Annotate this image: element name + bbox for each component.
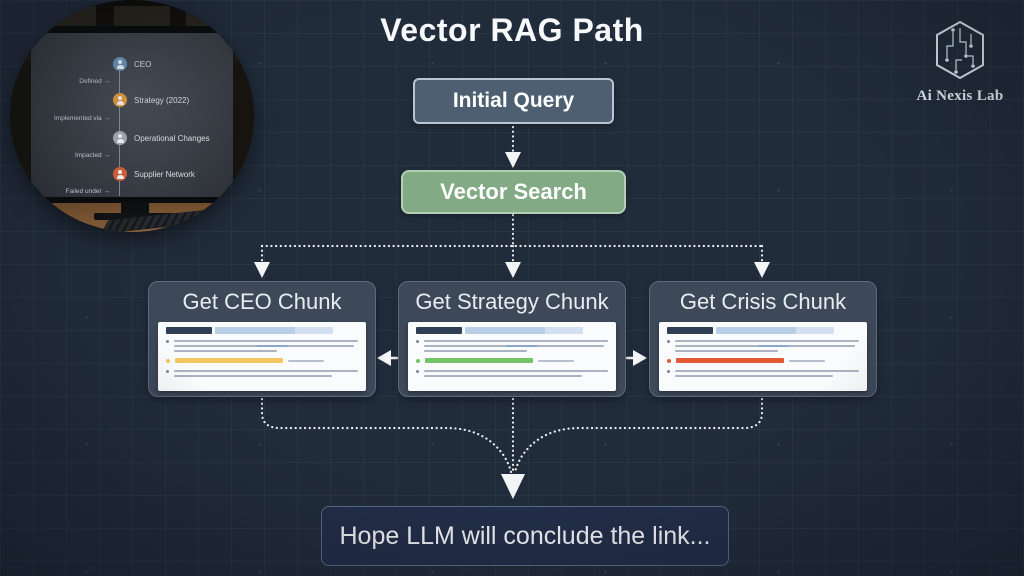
node-label: CEO — [134, 59, 152, 69]
node-label: Strategy (2022) — [134, 95, 190, 105]
inset-photo-knowledge-graph: CEO Defined → Strategy (2022) Implemente… — [10, 0, 254, 232]
doc-title-bar — [465, 327, 583, 334]
tv-screen — [31, 33, 233, 197]
doc-paragraph — [416, 340, 608, 352]
doc-bullet — [416, 340, 419, 343]
doc-highlight-row — [416, 358, 608, 363]
doc-bullet — [667, 340, 670, 343]
highlight-bar-red — [676, 358, 784, 363]
hierarchy-edge-label: Impacted → — [20, 152, 110, 159]
edge-label: Impacted — [74, 152, 102, 159]
doc-header — [667, 327, 859, 334]
flow-node-initial-query: Initial Query — [413, 78, 614, 124]
doc-paragraph — [166, 370, 358, 377]
flow-node-conclusion: Hope LLM will conclude the link... — [321, 506, 729, 566]
highlight-marker — [667, 358, 671, 363]
highlight-marker — [166, 358, 170, 363]
page-title: Vector RAG Path — [380, 12, 644, 48]
edge-label: Defined — [79, 78, 102, 85]
node-label: Supplier Network — [134, 169, 195, 179]
doc-highlight-row — [667, 358, 859, 363]
flow-node-vector-search: Vector Search — [401, 170, 626, 214]
doc-title-bar — [215, 327, 333, 334]
hierarchy-edge-label: Implemented via → — [20, 115, 110, 122]
doc-paragraph — [667, 370, 859, 377]
person-icon — [113, 93, 127, 107]
doc-bullet — [416, 370, 419, 373]
flow-node-get-strategy-chunk: Get Strategy Chunk — [398, 281, 626, 397]
person-icon — [113, 57, 127, 71]
highlight-marker — [416, 358, 420, 363]
brand-logo: Ai Nexis Lab — [912, 20, 1008, 105]
arrow-right-icon: → — [103, 78, 111, 85]
tv-stand — [121, 202, 149, 215]
doc-thumbnail — [659, 322, 867, 391]
person-icon — [113, 131, 127, 145]
flow-node-get-crisis-chunk: Get Crisis Chunk — [649, 281, 877, 397]
doc-bullet — [667, 370, 670, 373]
chunk-title: Get Crisis Chunk — [679, 289, 847, 314]
hierarchy-node-ceo: CEO — [113, 57, 151, 71]
arrow-right-icon: → — [103, 115, 111, 122]
doc-thumbnail — [158, 322, 366, 391]
doc-bullet — [166, 370, 169, 373]
tv-bezel — [26, 197, 238, 203]
hierarchy-line — [119, 64, 120, 196]
arrow-right-icon: → — [103, 152, 111, 159]
edge-label: Implemented via — [53, 115, 102, 122]
hierarchy-node-supplier-network: Supplier Network — [113, 167, 195, 181]
brand-name: Ai Nexis Lab — [916, 88, 1004, 104]
doc-header — [416, 327, 608, 334]
highlight-caption — [287, 359, 324, 362]
node-label: Operational Changes — [134, 133, 210, 143]
hierarchy-node-strategy: Strategy (2022) — [113, 93, 189, 107]
doc-title-chip — [416, 327, 462, 334]
doc-paragraph — [667, 340, 859, 352]
hierarchy-edge-label: Failed under → — [20, 188, 110, 195]
highlight-caption — [788, 359, 825, 362]
edge-label: Failed under — [65, 188, 102, 195]
highlight-caption — [537, 359, 574, 362]
doc-highlight-row — [166, 358, 358, 363]
arrow-right-icon: → — [103, 188, 111, 195]
doc-bullet — [166, 340, 169, 343]
highlight-bar-green — [425, 358, 533, 363]
person-icon — [113, 167, 127, 181]
doc-thumbnail — [408, 322, 616, 391]
chunk-title: Get Strategy Chunk — [415, 289, 609, 314]
doc-title-chip — [667, 327, 713, 334]
doc-title-bar — [716, 327, 834, 334]
tv-bezel — [26, 26, 238, 33]
hierarchy-edge-label: Defined → — [20, 78, 110, 85]
hierarchy-node-operational-changes: Operational Changes — [113, 131, 210, 145]
doc-paragraph — [166, 340, 358, 352]
chunk-title: Get CEO Chunk — [182, 289, 342, 314]
doc-title-chip — [166, 327, 212, 334]
hexagon-circuit-icon — [936, 20, 984, 80]
flow-node-get-ceo-chunk: Get CEO Chunk — [148, 281, 376, 397]
doc-header — [166, 327, 358, 334]
doc-paragraph — [416, 370, 608, 377]
highlight-bar-yellow — [175, 358, 283, 363]
